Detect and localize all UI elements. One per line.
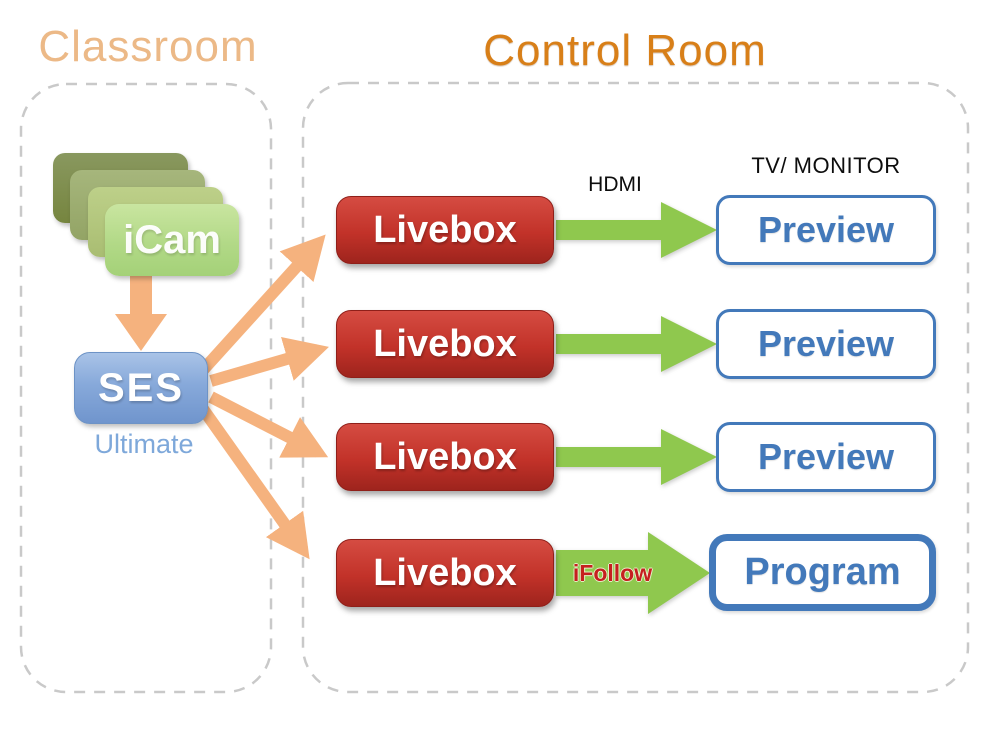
livebox-2-label: Livebox	[373, 322, 517, 365]
ifollow-label: iFollow	[572, 560, 653, 586]
program-monitor: Program	[709, 534, 936, 611]
preview-monitor-2: Preview	[716, 309, 936, 379]
livebox-1-label: Livebox	[373, 208, 517, 251]
tv-monitor-caption: TV/ MONITOR	[751, 153, 901, 178]
preview-2-label: Preview	[757, 323, 895, 364]
ses-fan-arrow-3	[208, 391, 329, 458]
preview-monitor-1: Preview	[716, 195, 936, 265]
hdmi-arrow-2	[556, 316, 717, 372]
ses-label: SES	[97, 365, 185, 410]
hdmi-arrow-1	[556, 202, 717, 258]
classroom-title: Classroom	[38, 22, 258, 71]
livebox-3: Livebox	[336, 423, 554, 491]
hdmi-arrow-3	[556, 429, 717, 485]
control-room-title: Control Room	[483, 26, 767, 75]
icam-label: iCam	[123, 217, 221, 262]
ses-device: SES	[74, 352, 208, 424]
livebox-4-label: Livebox	[373, 551, 517, 594]
program-label: Program	[744, 551, 901, 593]
livebox-3-label: Livebox	[373, 435, 517, 478]
ses-sublabel: Ultimate	[94, 429, 194, 459]
livebox-2: Livebox	[336, 310, 554, 378]
preview-1-label: Preview	[757, 209, 895, 250]
ses-fan-arrow-2	[209, 336, 329, 387]
livebox-4: Livebox	[336, 539, 554, 607]
hdmi-label: HDMI	[588, 173, 642, 196]
icam-device: iCam	[105, 204, 239, 276]
livebox-1: Livebox	[336, 196, 554, 264]
preview-monitor-3: Preview	[716, 422, 936, 492]
preview-3-label: Preview	[757, 436, 895, 477]
